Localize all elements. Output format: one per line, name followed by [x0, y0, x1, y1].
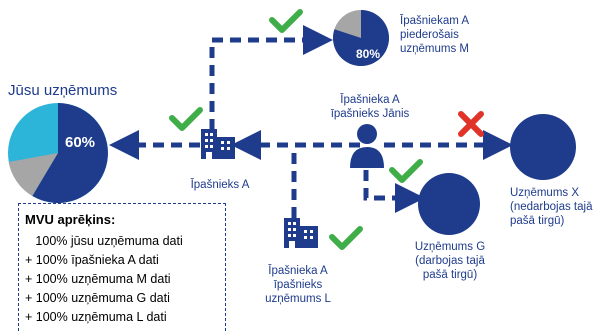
company-m-pie-label: 80%: [356, 47, 380, 61]
company-x-label: Uzņēmums X (nedarbojas tajā pašā tirgū): [510, 186, 610, 228]
user-company-pie-slice: [32, 103, 108, 203]
owner-janis-label-line: Īpašnieka A: [340, 94, 400, 106]
company-x-label-line: (nedarbojas tajā: [510, 201, 593, 213]
calculation-line: 100% jūsu uzņēmuma dati: [25, 234, 183, 248]
arrow-owner-a-to-company-m: [209, 25, 333, 130]
user-company-title: Jūsu uzņēmums: [8, 82, 118, 99]
calculation-title: MVU aprēķins:: [25, 212, 116, 227]
calculation-line: + 100% īpašnieka A dati: [25, 253, 159, 267]
company-l-label-line: uzņēmums L: [265, 293, 331, 305]
company-x-label-line: pašā tirgū): [510, 215, 565, 227]
company-g-label-line: pašā tirgū): [422, 269, 478, 281]
person-icon: [350, 124, 384, 168]
company-x-circle: [510, 114, 576, 180]
company-x-label-line: Uzņēmums X: [510, 187, 580, 199]
company-l-label: Īpašnieka A īpašnieks uzņēmums L: [258, 264, 338, 306]
company-m-label-line: piederošais: [400, 29, 459, 41]
user-company-pie: 60%: [8, 103, 108, 203]
company-m-label-line: uzņēmums M: [400, 43, 470, 55]
building-icon: [201, 129, 235, 159]
user-company-pie-label: 60%: [65, 134, 95, 151]
calculation-line: + 100% uzņēmuma L dati: [25, 310, 167, 324]
calculation-line: + 100% uzņēmuma G dati: [25, 291, 170, 305]
check-icon-company-l: [329, 226, 363, 250]
owner-janis-label-line: īpašnieks Jānis: [330, 108, 410, 120]
company-m-label: Īpašniekam A piederošais uzņēmums M: [400, 14, 510, 56]
check-icon-user-company: [169, 107, 203, 131]
company-l-label-line: Īpašnieka A: [268, 265, 328, 277]
company-g-circle: [418, 173, 480, 235]
check-icon-company-g: [389, 159, 423, 183]
owner-a-label: Īpašnieks A: [190, 179, 250, 191]
cross-icon-company-x: [458, 111, 484, 137]
company-g-label-line: (darbojas tajā: [415, 255, 485, 267]
company-g-label-line: Uzņēmums G: [414, 241, 486, 253]
company-g-label: Uzņēmums G (darbojas tajā pašā tirgū): [405, 240, 495, 282]
arrow-janis-to-company-g: [363, 170, 425, 213]
owner-janis-label: Īpašnieka A īpašnieks Jānis: [315, 93, 425, 121]
sme-calculation-box: MVU aprēķins: 100% jūsu uzņēmuma dati + …: [18, 203, 226, 331]
company-m-pie: 80%: [333, 9, 390, 66]
check-icon-company-m: [269, 9, 303, 33]
company-l-label-line: īpašnieks: [273, 279, 323, 291]
calculation-line: + 100% uzņēmuma M dati: [25, 272, 171, 286]
company-m-label-line: Īpašniekam A: [400, 15, 470, 27]
building-icon-company-l: [284, 218, 318, 248]
